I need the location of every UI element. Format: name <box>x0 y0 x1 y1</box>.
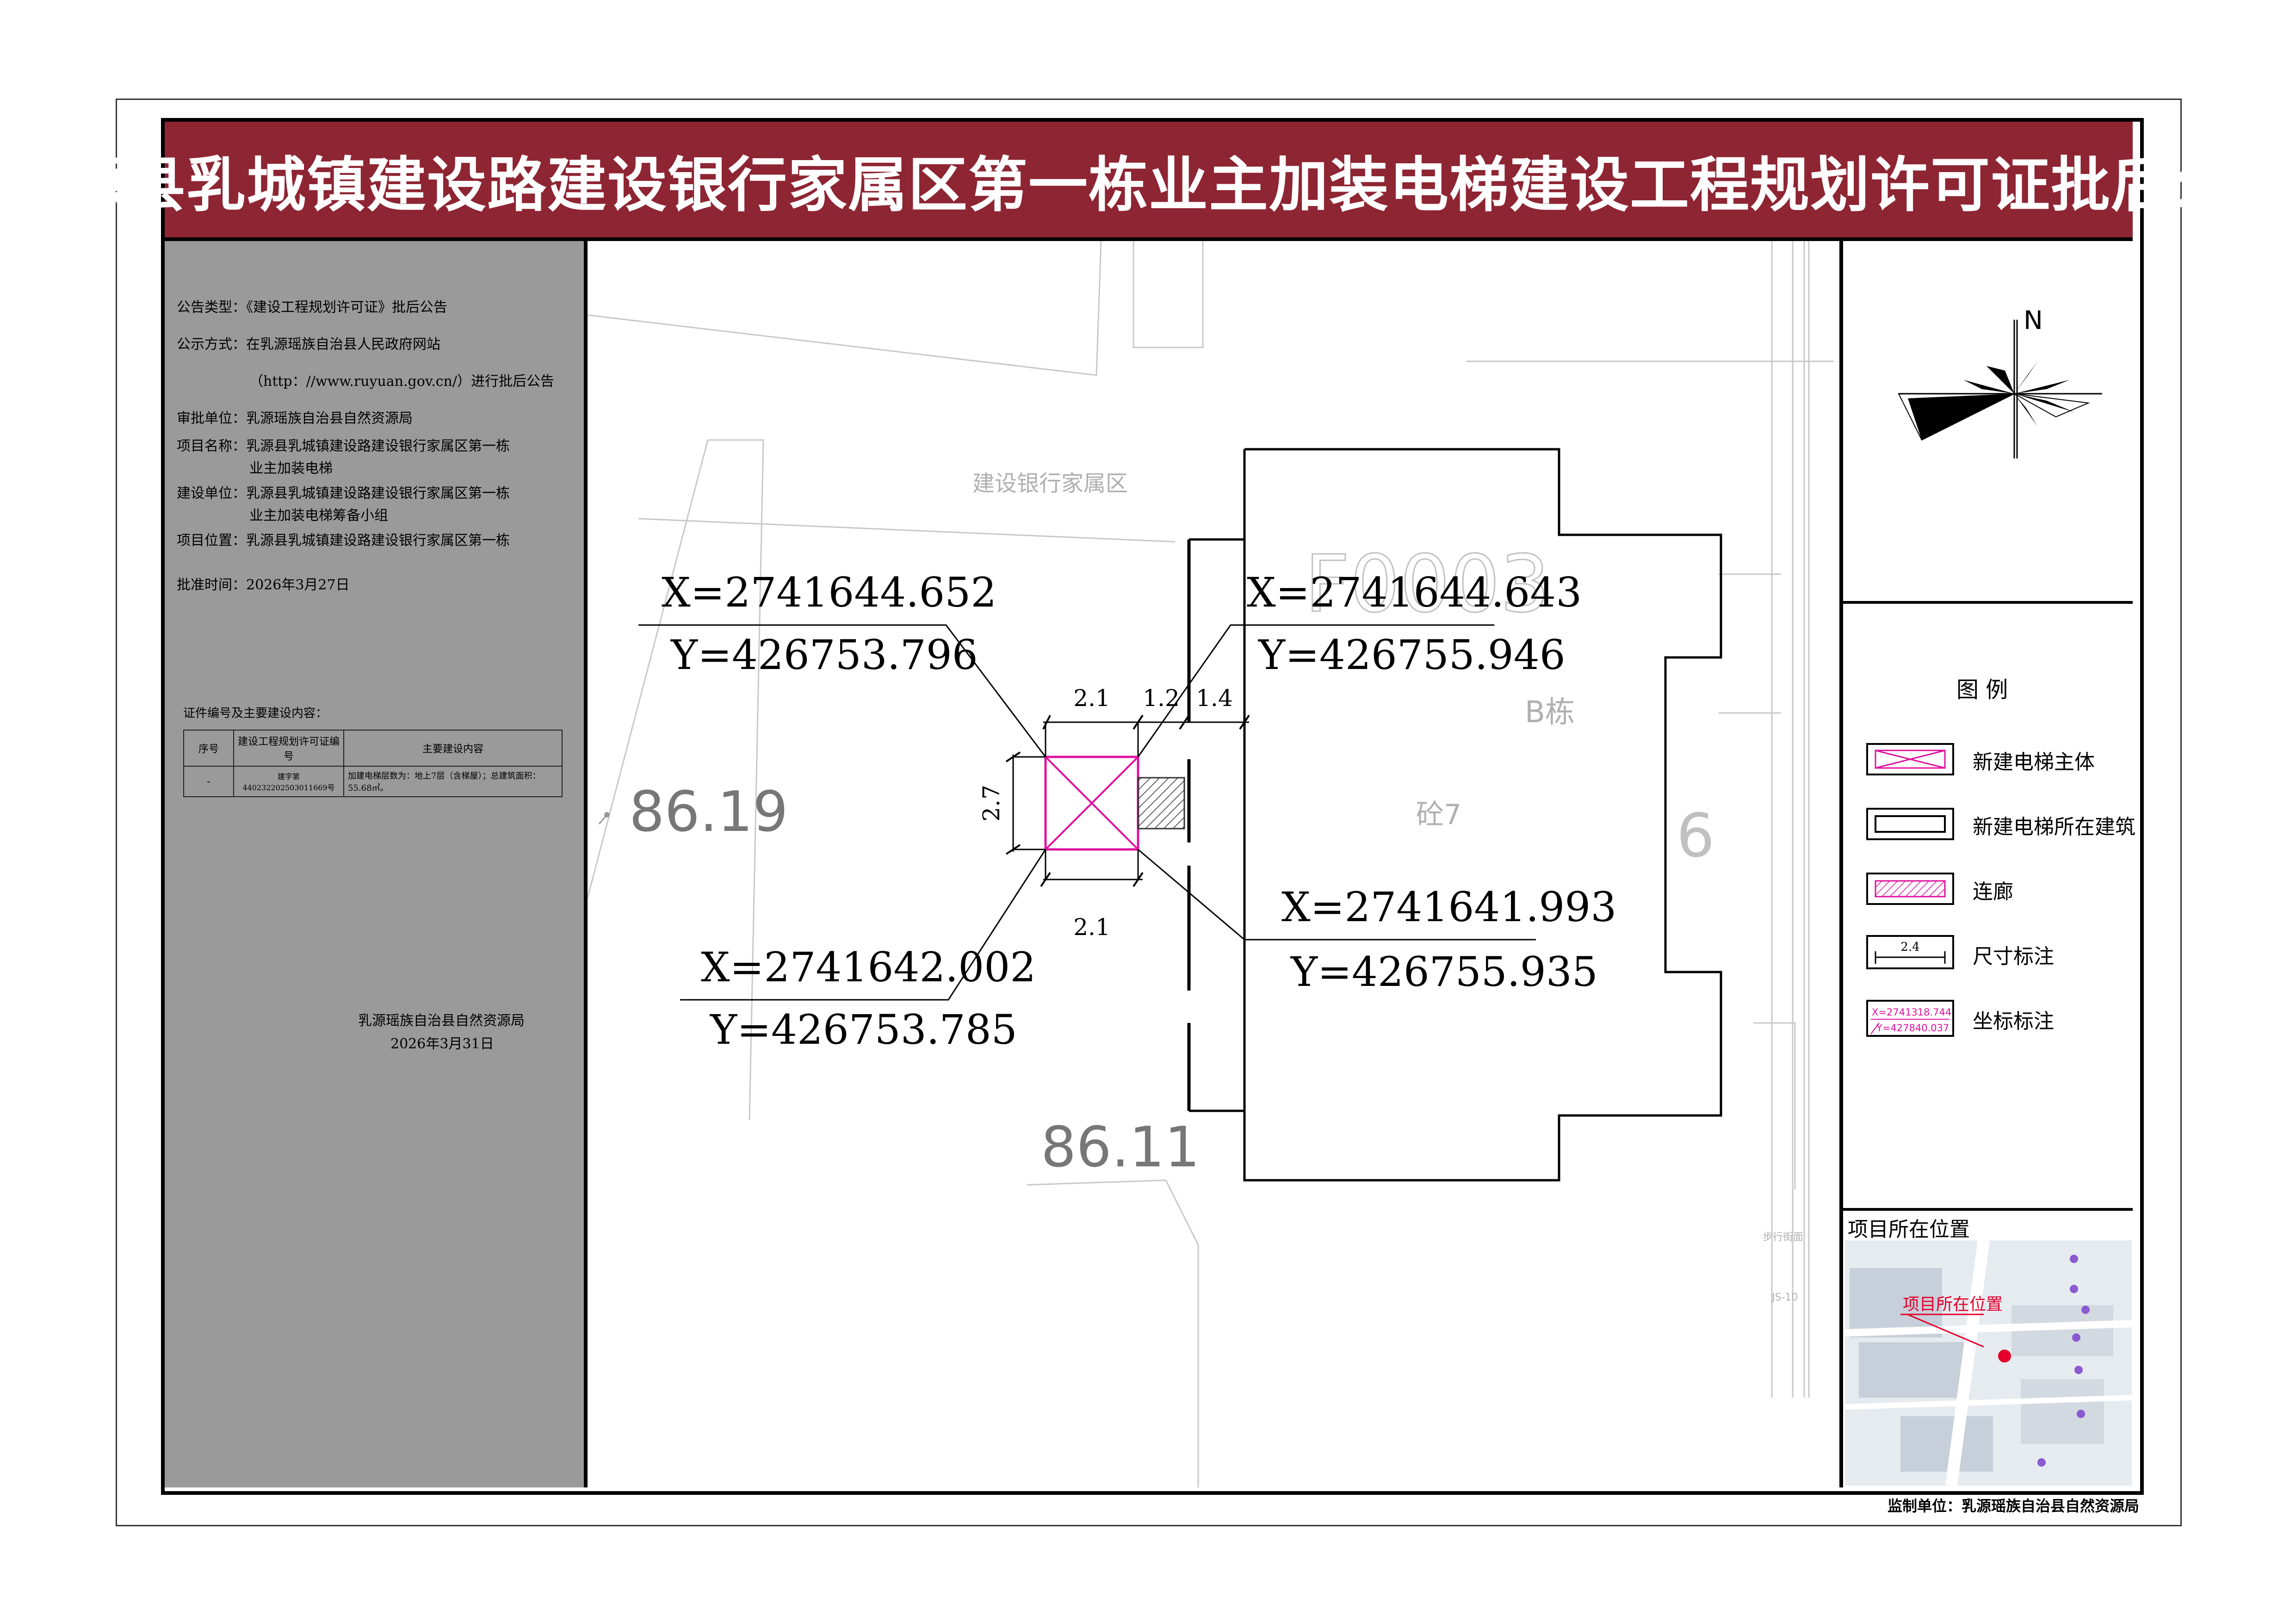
legend-coord-x: X=2741318.744 <box>1872 1007 1951 1018</box>
building-wall <box>1187 538 1244 1112</box>
approval-unit: 审批单位：乳源瑶族自治县自然资源局 <box>177 410 413 427</box>
legend-dimension-icon: 2.4 <box>1866 935 1954 969</box>
coord-tl-x: X=2741644.652 <box>662 569 996 616</box>
coordinate-leaders <box>638 624 1536 1001</box>
coord-bl-y: Y=426753.785 <box>710 1006 1017 1053</box>
elevation-marker-1: 86.19 <box>598 780 788 844</box>
page-title: 乳源县乳城镇建设路建设银行家属区第一栋业主加装电梯建设工程规划许可证批后公告 <box>6 150 2292 220</box>
inner-frame <box>161 118 2144 1495</box>
dim-width-top: 2.1 <box>1073 685 1110 712</box>
legend-dimension-sample: 2.4 <box>1900 940 1919 954</box>
publish-url: （http：//www.ruyuan.gov.cn/）进行批后公告 <box>249 373 554 390</box>
dim-height: 2.7 <box>978 785 1005 822</box>
legend-corridor-icon <box>1866 873 1954 905</box>
project-location: 项目位置：乳源县乳城镇建设路建设银行家属区第一栋 <box>177 533 510 549</box>
legend-corridor: 连廊 <box>1973 880 2013 904</box>
elevation-2: 86.11 <box>1041 1115 1200 1180</box>
location-marker-icon <box>1998 1350 2011 1363</box>
dim-gap: 1.4 <box>1196 685 1233 712</box>
table-cell-content: 加建电梯层数为：地上7层（含梯屋）；总建筑面积：55.68㎡。 <box>343 766 563 797</box>
table-caption: 证件编号及主要建设内容： <box>183 706 328 720</box>
legend-building-icon <box>1866 808 1954 840</box>
dim-corridor: 1.2 <box>1143 685 1180 712</box>
legend-coordinate-icon: X=2741318.744 Y=427840.037 <box>1866 1000 1954 1037</box>
legend-dimension: 尺寸标注 <box>1973 945 2054 968</box>
builder: 建设单位：乳源县乳城镇建设路建设银行家属区第一栋 <box>177 485 510 502</box>
legend-elevator: 新建电梯主体 <box>1973 750 2095 774</box>
coordinate-labels: X=2741644.652 Y=426753.796 X=2741644.643… <box>662 569 1616 1053</box>
coord-br-y: Y=426755.935 <box>1290 948 1598 996</box>
corridor <box>1137 777 1185 830</box>
location-map: 项目所在位置 <box>1845 1240 2132 1486</box>
table-header-index: 序号 <box>183 730 234 767</box>
legend-title: 图 例 <box>1956 677 2008 703</box>
coord-tr-x: X=2741644.643 <box>1247 569 1582 616</box>
building-code: F0003 <box>1305 539 1550 630</box>
road-label-1: 步行街面 <box>1763 1232 1803 1243</box>
dimension-lines <box>1005 714 1250 887</box>
notice-type: 公告类型：《建设工程规划许可证》批后公告 <box>177 299 447 316</box>
location-marker-label: 项目所在位置 <box>1903 1295 2003 1314</box>
legend-elevator-icon <box>1866 743 1954 775</box>
structure-label: 砼7 <box>1416 799 1461 831</box>
publish-method: 公示方式：在乳源瑶族自治县人民政府网站 <box>177 336 440 353</box>
table-row: - 建字第440232202503011669号 加建电梯层数为：地上7层（含梯… <box>183 766 563 797</box>
title-bar: 乳源县乳城镇建设路建设银行家属区第一栋业主加装电梯建设工程规划许可证批后公告 <box>6 122 2290 241</box>
legend-coordinate: 坐标标注 <box>1973 1010 2054 1033</box>
location-map-title: 项目所在位置 <box>1848 1218 1970 1241</box>
table-header-content: 主要建设内容 <box>343 730 563 767</box>
road-label-2: JS-10 <box>1771 1292 1798 1303</box>
north-label: N <box>2024 310 2043 335</box>
coord-tl-y: Y=426753.796 <box>670 631 978 679</box>
supervise-unit: 监制单位：乳源瑶族自治县自然资源局 <box>1888 1497 2140 1515</box>
project-name-cont: 业主加装电梯 <box>249 460 333 477</box>
building-name: B栋 <box>1525 695 1575 730</box>
outer-frame <box>116 99 2182 1526</box>
new-elevator <box>1044 756 1139 851</box>
legend-coord-y: Y=427840.037 <box>1876 1022 1949 1034</box>
table-header-permit: 建设工程规划许可证编号 <box>233 730 344 767</box>
floor-count: 6 <box>1677 800 1715 871</box>
site-plan-drawing: 建设银行家属区 F0003 B栋 砼7 6 步行街面 JS-10 86.19 8… <box>588 241 1834 1487</box>
table-cell-index: - <box>183 766 234 797</box>
coord-bl-x: X=2741642.002 <box>701 943 1036 991</box>
right-panel: N 图 例 新建电梯主体 新建电梯所在建筑 连廊 2.4 尺寸标注 X=2741… <box>1843 241 2135 1487</box>
project-name: 项目名称：乳源县乳城镇建设路建设银行家属区第一栋 <box>177 438 510 454</box>
elevation-1: 86.19 <box>629 780 788 844</box>
issuer: 乳源瑶族自治县自然资源局 <box>358 1013 525 1029</box>
north-arrow-icon: N <box>1898 310 2102 458</box>
site-plan: 建设银行家属区 F0003 B栋 砼7 6 步行街面 JS-10 86.19 8… <box>588 241 1843 1487</box>
builder-cont: 业主加装电梯筹备小组 <box>249 508 388 524</box>
dim-width-bottom: 2.1 <box>1073 914 1110 941</box>
divider-location <box>1843 1208 2133 1211</box>
issue-date: 2026年3月31日 <box>390 1036 494 1052</box>
legend-building: 新建电梯所在建筑 <box>1973 815 2135 839</box>
approval-time: 批准时间：2026年3月27日 <box>177 577 350 593</box>
divider <box>1843 601 2133 604</box>
existing-building <box>1243 448 1722 1182</box>
info-panel: 公告类型：《建设工程规划许可证》批后公告 公示方式：在乳源瑶族自治县人民政府网站… <box>165 241 588 1487</box>
coord-br-x: X=2741641.993 <box>1281 883 1616 931</box>
coord-tr-y: Y=426755.946 <box>1258 631 1566 679</box>
table-cell-permit: 建字第440232202503011669号 <box>233 766 344 797</box>
permit-table: 序号 建设工程规划许可证编号 主要建设内容 - 建字第4402322025030… <box>183 730 563 797</box>
area-label: 建设银行家属区 <box>972 471 1128 496</box>
